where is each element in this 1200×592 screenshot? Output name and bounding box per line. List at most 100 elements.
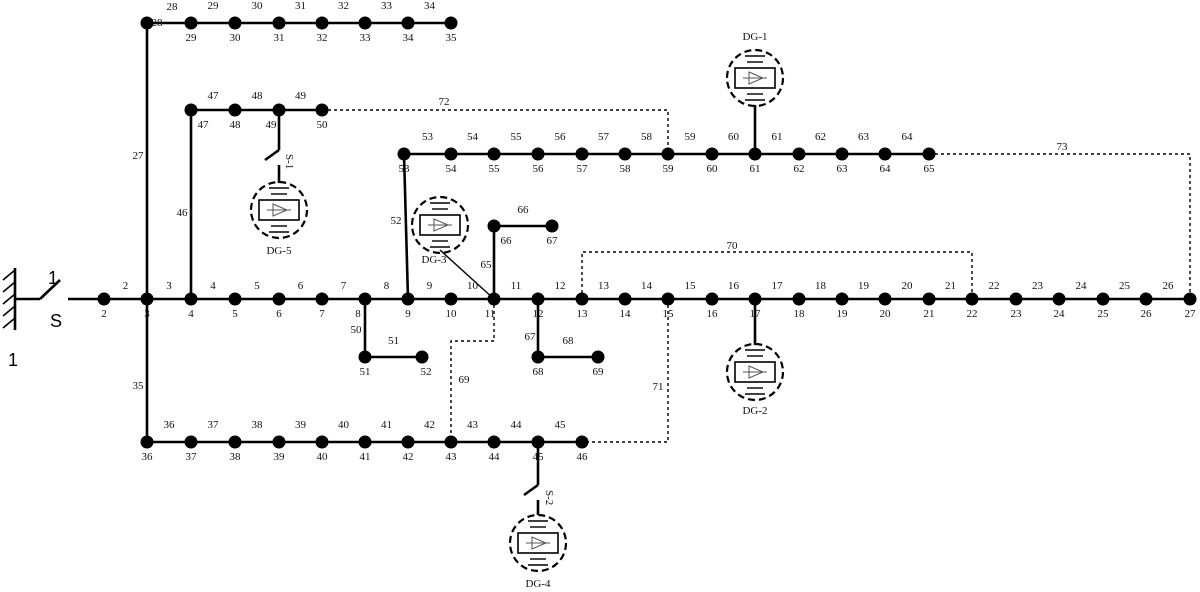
bus-39 bbox=[272, 435, 286, 449]
branch-label-48: 48 bbox=[252, 90, 264, 102]
feeder-lines bbox=[104, 21, 1190, 444]
bus-38 bbox=[228, 435, 242, 449]
bus-60 bbox=[705, 147, 719, 161]
bus-label-23: 23 bbox=[1011, 308, 1023, 320]
bus-49 bbox=[272, 103, 286, 117]
bus-34 bbox=[401, 16, 415, 30]
bus-51 bbox=[358, 350, 372, 364]
bus-36 bbox=[140, 435, 154, 449]
bus-label-39: 39 bbox=[274, 451, 286, 463]
branch-label-20: 20 bbox=[902, 280, 914, 292]
bus-label-45: 45 bbox=[533, 451, 545, 463]
bus-label-9: 9 bbox=[405, 308, 411, 320]
branch-label-35: 35 bbox=[133, 380, 145, 392]
branch-label-52: 52 bbox=[391, 215, 402, 227]
bus-label-25: 25 bbox=[1098, 308, 1110, 320]
bus-label-16: 16 bbox=[707, 308, 719, 320]
bus-2 bbox=[97, 292, 111, 306]
bus-label-62: 62 bbox=[794, 163, 805, 175]
branch-label-46: 46 bbox=[177, 207, 189, 219]
bus-label-20: 20 bbox=[880, 308, 892, 320]
branch-label-33: 33 bbox=[381, 0, 393, 12]
bus-label-48: 48 bbox=[230, 119, 242, 131]
bus-label-65: 65 bbox=[924, 163, 936, 175]
bus-label-61: 61 bbox=[750, 163, 761, 175]
generators: DG-1DG-2DG-3DG-4DG-5 bbox=[249, 31, 785, 590]
bus-label-2: 2 bbox=[101, 308, 107, 320]
branch-label-19: 19 bbox=[858, 280, 870, 292]
branch-label-62: 62 bbox=[815, 131, 826, 143]
bus-label-53: 53 bbox=[399, 163, 411, 175]
branch-label-59: 59 bbox=[685, 131, 697, 143]
branch-label-21: 21 bbox=[945, 280, 956, 292]
bus-label-26: 26 bbox=[1141, 308, 1153, 320]
branch-label-10: 10 bbox=[467, 280, 479, 292]
bus-48 bbox=[228, 103, 242, 117]
bus-9 bbox=[401, 292, 415, 306]
dg-3: DG-3 bbox=[410, 195, 470, 266]
dg-1-label: DG-1 bbox=[742, 31, 767, 43]
bus-label-41: 41 bbox=[360, 451, 371, 463]
tie-line-71 bbox=[582, 299, 669, 443]
tie-label-70: 70 bbox=[727, 240, 739, 252]
branch-label-9: 9 bbox=[427, 280, 433, 292]
bus-label-14: 14 bbox=[620, 308, 632, 320]
bus-label-37: 37 bbox=[186, 451, 198, 463]
bus-label-63: 63 bbox=[837, 163, 849, 175]
bus-45 bbox=[531, 435, 545, 449]
branch-label-50: 50 bbox=[351, 324, 363, 336]
source-node-label: 1 bbox=[8, 350, 18, 370]
bus-44 bbox=[487, 435, 501, 449]
bus-label-54: 54 bbox=[446, 163, 458, 175]
bus-59 bbox=[661, 147, 675, 161]
dg-3-feeder bbox=[439, 249, 495, 300]
bus-label-29: 29 bbox=[186, 32, 198, 44]
branch-label-38: 38 bbox=[252, 419, 264, 431]
dg-3-label: DG-3 bbox=[421, 254, 447, 266]
branch-label-14: 14 bbox=[641, 280, 653, 292]
branch-label-17: 17 bbox=[772, 280, 784, 292]
branch-label-40: 40 bbox=[338, 419, 350, 431]
bus-label-50: 50 bbox=[317, 119, 329, 131]
branch-label-12: 12 bbox=[555, 280, 566, 292]
branch-label-32: 32 bbox=[338, 0, 349, 12]
bus-label-58: 58 bbox=[620, 163, 632, 175]
bus-label-7: 7 bbox=[319, 308, 325, 320]
bus-24 bbox=[1052, 292, 1066, 306]
bus-33 bbox=[358, 16, 372, 30]
source-label: S bbox=[50, 311, 62, 331]
branch-label-13: 13 bbox=[598, 280, 610, 292]
branch-label-15: 15 bbox=[685, 280, 697, 292]
branch-label-4: 4 bbox=[210, 280, 216, 292]
dg-4-label: DG-4 bbox=[525, 578, 551, 590]
bus-label-60: 60 bbox=[707, 163, 719, 175]
bus-label-55: 55 bbox=[489, 163, 501, 175]
bus-50 bbox=[315, 103, 329, 117]
bus-label-13: 13 bbox=[577, 308, 589, 320]
branch-label-18: 18 bbox=[815, 280, 827, 292]
branch-label-3: 3 bbox=[166, 280, 172, 292]
bus-label-57: 57 bbox=[577, 163, 589, 175]
bus-12 bbox=[531, 292, 545, 306]
bus-label-34: 34 bbox=[403, 32, 415, 44]
tie-line-72 bbox=[322, 109, 669, 154]
dg-4: DG-4 bbox=[508, 513, 568, 590]
branch-label-67: 67 bbox=[525, 331, 537, 343]
bus-17 bbox=[748, 292, 762, 306]
bus-5 bbox=[228, 292, 242, 306]
bus-label-68: 68 bbox=[533, 366, 545, 378]
bus-label-4: 4 bbox=[188, 308, 194, 320]
bus-56 bbox=[531, 147, 545, 161]
bus-label-15: 15 bbox=[663, 308, 675, 320]
branch-label-6: 6 bbox=[298, 280, 304, 292]
bus-label-36: 36 bbox=[142, 451, 154, 463]
bus-14 bbox=[618, 292, 632, 306]
bus-label-22: 22 bbox=[967, 308, 978, 320]
bus-23 bbox=[1009, 292, 1023, 306]
bus-64 bbox=[878, 147, 892, 161]
bus-10 bbox=[444, 292, 458, 306]
dg-2: DG-2 bbox=[725, 342, 785, 417]
bus-label-6: 6 bbox=[276, 308, 282, 320]
main-switch-number: 1 bbox=[48, 268, 58, 288]
